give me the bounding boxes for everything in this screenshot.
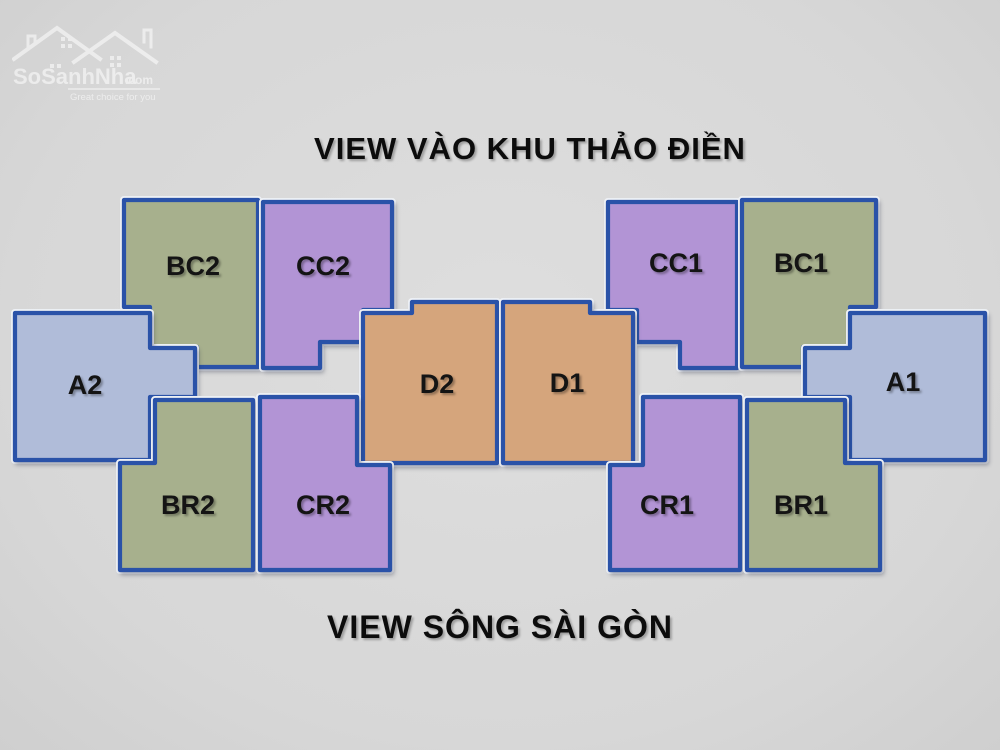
block-cr1-shape: [607, 394, 743, 573]
block-d1-shape: [500, 299, 636, 466]
block-d1-label: D1: [550, 368, 585, 398]
block-br1-shape: [744, 397, 883, 573]
block-bc1-label: BC1: [774, 248, 828, 278]
block-br2-shape: [117, 397, 256, 573]
block-a1-label: A1: [886, 367, 921, 397]
block-br1-label: BR1: [774, 490, 828, 520]
block-d2-label: D2: [420, 369, 455, 399]
logo-tagline: Great choice for you: [70, 92, 156, 103]
sosanhnha-logo: SoSanhNha .com Great choice for you: [12, 14, 162, 103]
block-cr1-label: CR1: [640, 490, 694, 520]
window-dots-icon: [50, 37, 121, 68]
block-cc1-label: CC1: [649, 248, 703, 278]
block-a1-shape: [802, 310, 988, 463]
title-view-saigon-river: VIEW SÔNG SÀI GÒN: [327, 609, 673, 645]
chimney-icon: [144, 30, 151, 47]
block-a2-label: A2: [68, 370, 103, 400]
block-cc2-label: CC2: [296, 251, 350, 281]
chimney-icon: [28, 36, 35, 49]
block-br2-label: BR2: [161, 490, 215, 520]
logo-brand-text: SoSanhNha: [13, 64, 137, 89]
title-view-thao-dien: VIEW VÀO KHU THẢO ĐIỀN: [314, 131, 746, 166]
logo-brand-suffix: .com: [125, 73, 153, 87]
block-cr2-label: CR2: [296, 490, 350, 520]
block-cr2-shape: [257, 394, 393, 573]
block-bc2-label: BC2: [166, 251, 220, 281]
